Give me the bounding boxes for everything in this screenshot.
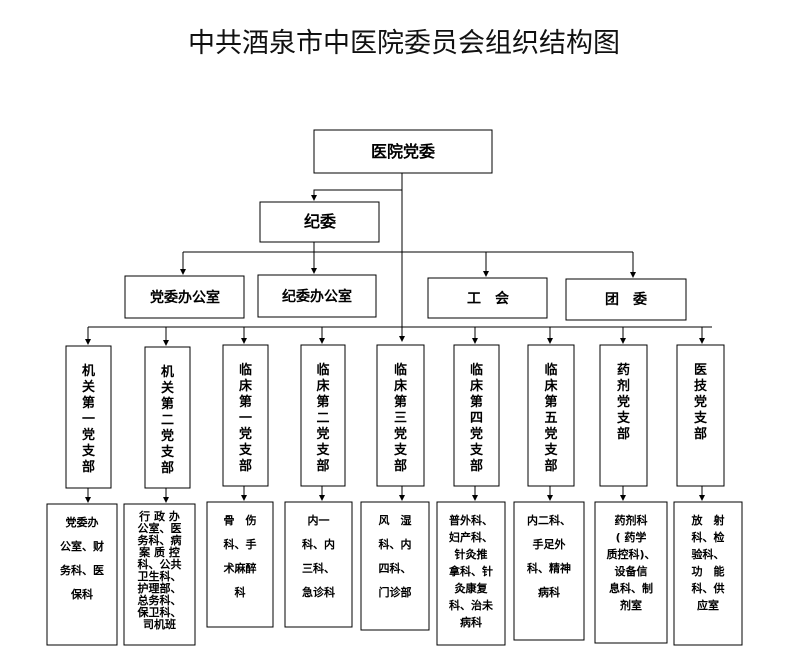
office-box bbox=[565, 278, 687, 321]
department-box bbox=[594, 501, 668, 644]
party-committee-label: 医院党委 bbox=[371, 142, 436, 161]
branch-label: 临床第五党支部 bbox=[543, 362, 558, 474]
department-box bbox=[46, 503, 118, 646]
office-label: 团 委 bbox=[605, 291, 647, 308]
department-label: 行 政 办公室、医务科、病案 质 控科、公共卫生科、护理部、总务科、保卫科、司机… bbox=[137, 509, 182, 631]
department-label: 内一科、内三科、急诊科 bbox=[302, 513, 335, 599]
department-label: 风 湿科、内四科、门诊部 bbox=[379, 513, 412, 599]
department-label: 骨 伤科、手术麻醉科 bbox=[223, 513, 257, 599]
branch-box bbox=[376, 344, 425, 487]
office-box bbox=[427, 277, 548, 319]
branch-label: 机关第一党支部 bbox=[81, 363, 96, 475]
department-label: 党委办公室、财务科、医保科 bbox=[60, 515, 104, 601]
branch-box bbox=[300, 344, 346, 487]
branch-box bbox=[144, 346, 191, 489]
branch-label: 临床第四党支部 bbox=[469, 362, 484, 474]
discipline-committee-label: 纪委 bbox=[304, 212, 337, 231]
department-box bbox=[436, 501, 506, 646]
branch-box bbox=[453, 344, 500, 487]
discipline-committee-box bbox=[259, 201, 380, 243]
branch-label: 机关第二党支部 bbox=[160, 364, 175, 476]
branch-label: 临床第三党支部 bbox=[393, 362, 408, 474]
department-box bbox=[284, 501, 353, 628]
branch-box bbox=[676, 344, 725, 487]
branch-row: 机关第一党支部 机关第二党支部 临床第一党支部 临床第二党支部 临床第三党支部 临床第四党… bbox=[65, 344, 725, 489]
branch-label: 临床第一党支部 bbox=[238, 362, 253, 474]
department-label: 内二科、手足外科、精神病科 bbox=[527, 513, 571, 599]
branch-box bbox=[527, 344, 575, 487]
branch-label: 临床第二党支部 bbox=[315, 362, 330, 474]
branch-label: 医技党支部 bbox=[693, 363, 708, 442]
department-box bbox=[123, 503, 196, 646]
office-box bbox=[257, 274, 377, 318]
department-box bbox=[206, 501, 274, 628]
branch-box bbox=[599, 344, 648, 487]
branch-label: 药剂党支部 bbox=[616, 362, 631, 442]
office-label: 党委办公室 bbox=[150, 289, 220, 306]
party-committee-box bbox=[313, 129, 493, 174]
department-box bbox=[360, 501, 430, 631]
connectors bbox=[85, 173, 712, 503]
office-label: 纪委办公室 bbox=[282, 288, 352, 305]
department-box bbox=[673, 501, 743, 646]
chart-title: 中共酒泉市中医院委员会组织结构图 bbox=[188, 28, 620, 59]
branch-box bbox=[65, 345, 112, 489]
office-row: 党委办公室 纪委办公室 工 会 团 委 bbox=[124, 274, 687, 321]
office-box bbox=[124, 275, 245, 319]
department-box bbox=[513, 501, 585, 641]
department-label: 放 射科、检验科、功 能科、供应室 bbox=[691, 513, 725, 612]
department-label: 普外科、妇产科、针灸推拿科、针灸康复科、治未病科 bbox=[448, 513, 494, 629]
branch-box bbox=[222, 344, 269, 487]
department-label: 药剂科( 药学质控科)、设备信息科、制剂室 bbox=[606, 513, 655, 612]
office-label: 工 会 bbox=[467, 290, 510, 307]
